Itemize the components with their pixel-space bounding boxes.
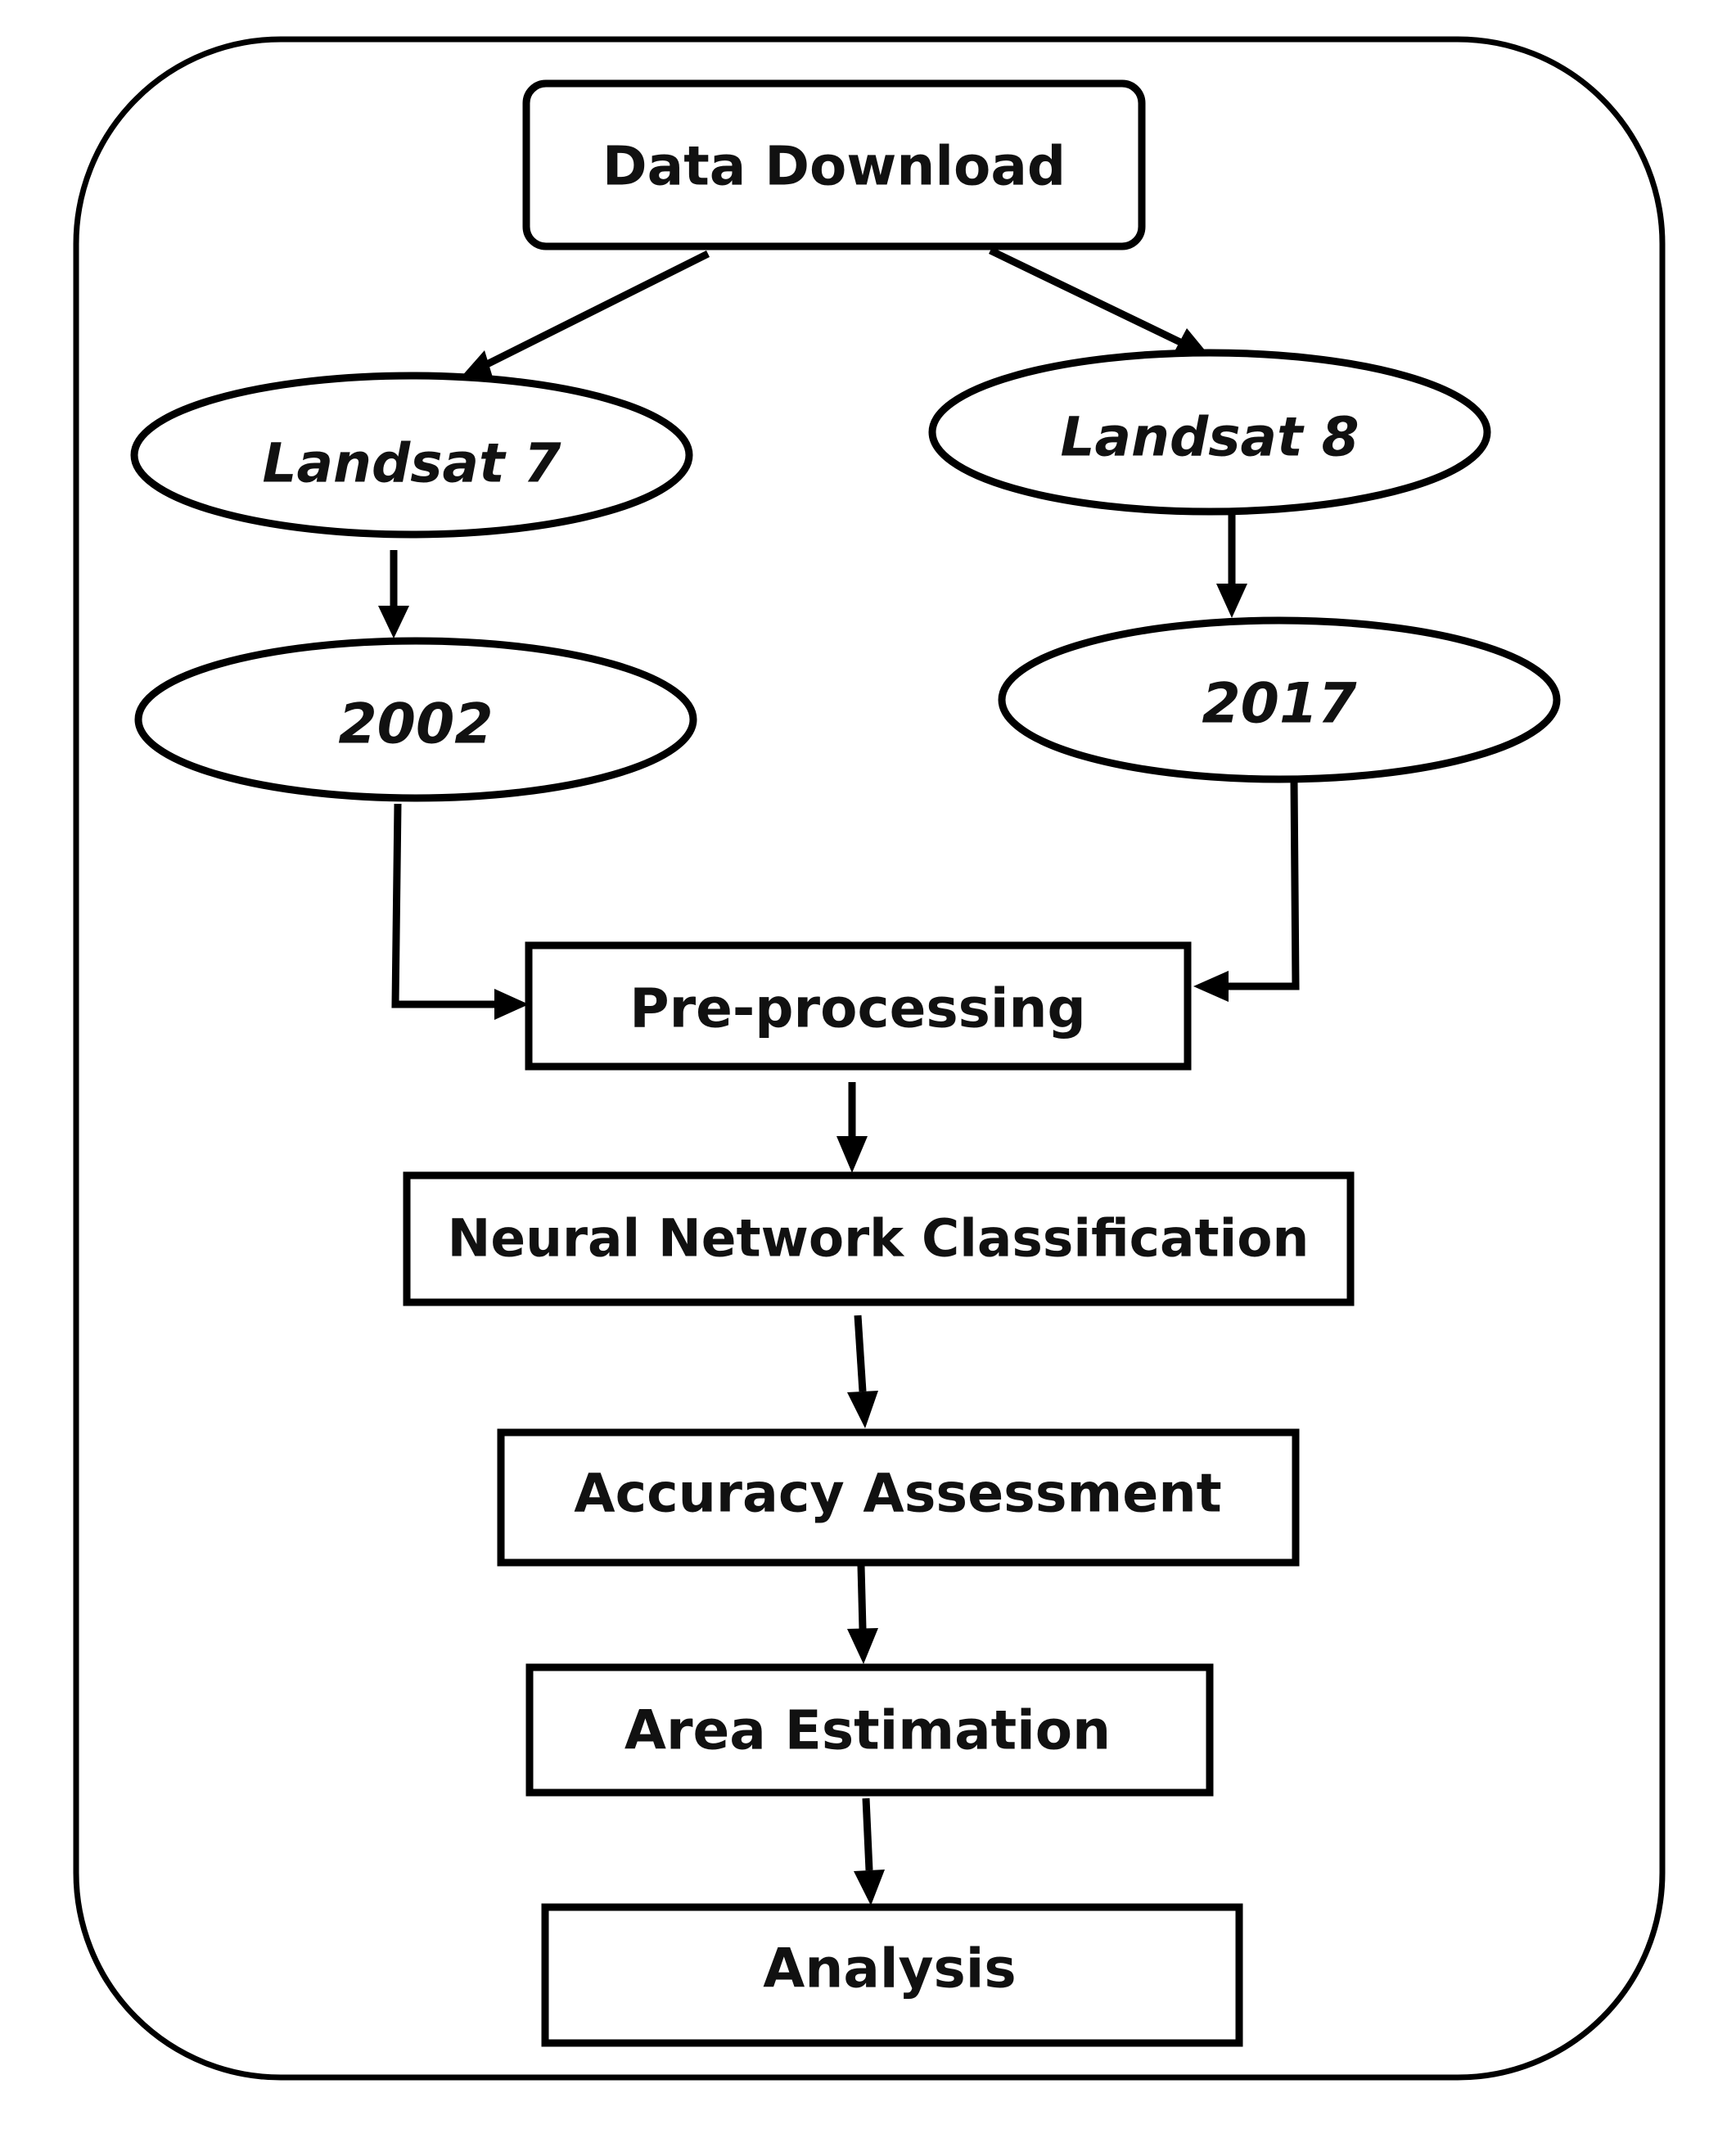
node-landsat8: Landsat 8: [928, 349, 1491, 516]
edge-preprocessing-to-nn-classification: [836, 1082, 868, 1173]
node-accuracy-assessment: Accuracy Assessment: [497, 1428, 1300, 1567]
edge-landsat7-to-2002: [378, 550, 409, 638]
node-data-download-box: [522, 79, 1146, 250]
node-nn-classification-label: Neural Network Classification: [448, 1209, 1310, 1269]
edge-accuracy-assessment-to-area-estimation: [847, 1565, 878, 1664]
node-analysis: Analysis: [541, 1903, 1243, 2047]
node-area-estimation: Area Estimation: [525, 1663, 1214, 1797]
node-2002-label: 2002: [338, 692, 493, 757]
nodes-layer: Data Download Landsat 7 Landsat 8 2002 2…: [130, 79, 1561, 2047]
node-landsat7-ellipse: [130, 372, 693, 539]
node-analysis-label: Analysis: [763, 1937, 1016, 2000]
node-area-estimation-label: Area Estimation: [625, 1699, 1111, 1762]
outer-frame: [73, 36, 1666, 2081]
edge-2017-to-preprocessing: [1193, 781, 1300, 1002]
node-2002-ellipse: [134, 637, 697, 802]
edge-nn-classification-to-accuracy-assessment: [847, 1315, 878, 1428]
node-landsat8-label: Landsat 8: [1060, 406, 1359, 469]
edge-landsat8-to-2017: [1216, 514, 1247, 618]
node-nn-classification: Neural Network Classification: [403, 1171, 1355, 1306]
node-landsat7-label: Landsat 7: [262, 432, 561, 495]
node-data-download-label: Data Download: [602, 135, 1066, 198]
node-nn-classification-box: [403, 1171, 1355, 1306]
edge-2002-to-preprocessing: [391, 803, 529, 1020]
node-2017-ellipse: [998, 616, 1561, 783]
node-2017: 2017: [998, 616, 1561, 783]
node-preprocessing-box: [525, 941, 1192, 1071]
edge-area-estimation-to-analysis: [854, 1797, 885, 1906]
node-accuracy-assessment-label: Accuracy Assessment: [574, 1464, 1221, 1525]
node-2017-label: 2017: [1202, 672, 1357, 737]
edge-data-download-to-landsat8: [989, 246, 1210, 356]
node-preprocessing-label: Pre-processing: [629, 977, 1086, 1040]
node-landsat8-ellipse: [928, 349, 1491, 516]
edge-data-download-to-landsat7: [460, 250, 710, 378]
node-area-estimation-box: [525, 1663, 1214, 1797]
node-2002: 2002: [134, 637, 697, 802]
edges-layer: [378, 246, 1300, 1906]
node-accuracy-assessment-box: [497, 1428, 1300, 1567]
node-landsat7: Landsat 7: [130, 372, 693, 539]
node-analysis-box: [541, 1903, 1243, 2047]
node-data-download: Data Download: [522, 79, 1146, 250]
node-preprocessing: Pre-processing: [525, 941, 1192, 1071]
